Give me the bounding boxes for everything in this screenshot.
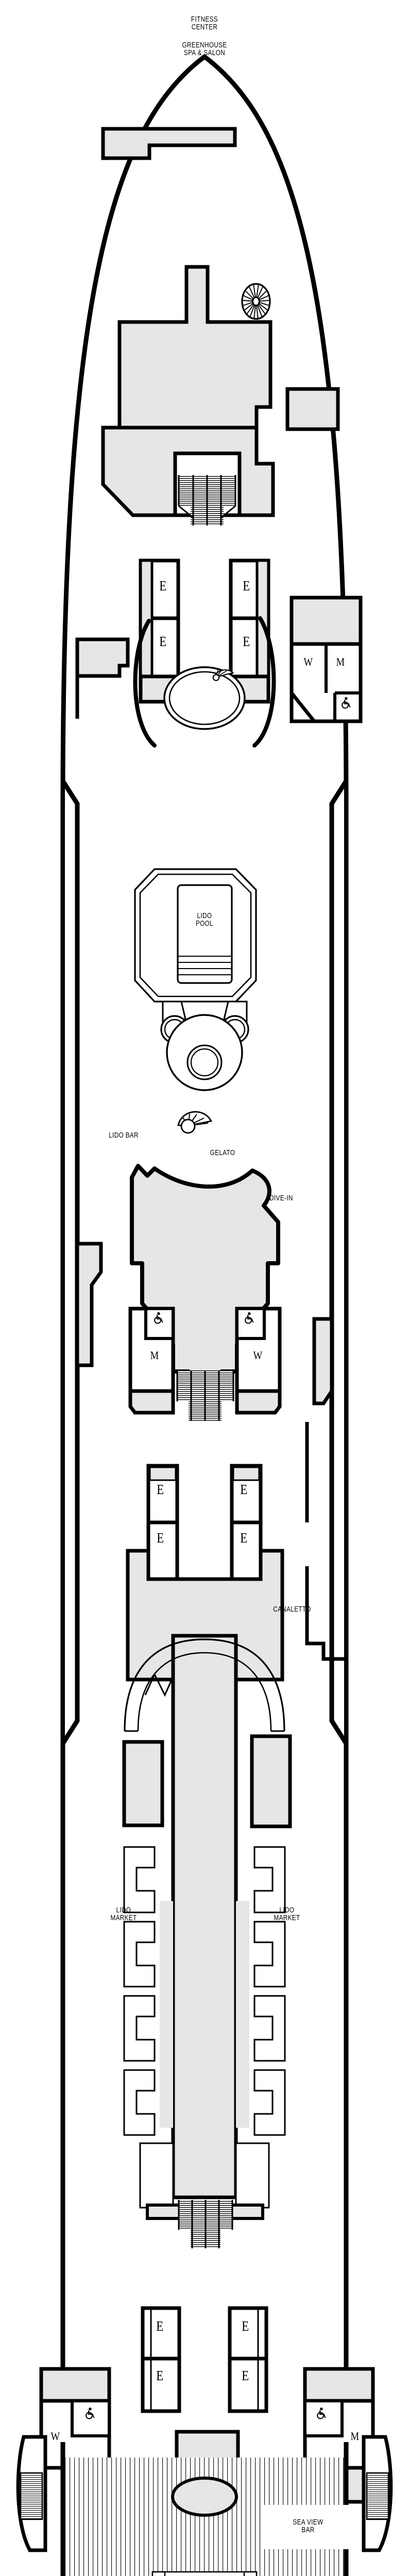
elevator-label-aft-port-lower: E: [156, 2368, 164, 2383]
elevator-label-fwd-port-lower: E: [159, 634, 167, 649]
label-sea-view-bar: SEA VIEW BAR: [293, 2518, 323, 2535]
dive-in-side-blocks: [75, 1242, 334, 1405]
label-lido-bar: LIDO BAR: [109, 1131, 139, 1140]
lido-market-port-counters: [123, 1846, 174, 2209]
whirlpool-pair: [160, 1001, 249, 1091]
elevator-label-fwd-port-upper: E: [159, 578, 167, 594]
spa-side-room: [285, 387, 340, 431]
lifeboat-davit-starboard: [362, 2435, 393, 2552]
lido-market-starboard-counters: [235, 1846, 286, 2209]
elevator-label-mid-port-lower: E: [157, 1530, 164, 1546]
elevator-label-aft-port-upper: E: [156, 2318, 164, 2334]
umbrella-icon: [212, 669, 234, 681]
restroom-women-forward: W: [303, 655, 313, 668]
elevator-label-mid-stbd-lower: E: [240, 1530, 248, 1546]
elevator-label-fwd-stbd-upper: E: [243, 578, 250, 594]
label-dive-in: DIVE-IN: [269, 1194, 293, 1202]
elevator-label-mid-port-upper: E: [157, 1482, 164, 1497]
restroom-women-aft: W: [50, 2430, 60, 2443]
restroom-men-forward: M: [336, 655, 345, 668]
wheelchair-icon-mid-port: [154, 1312, 163, 1324]
sea-view-pool-area: [151, 2477, 258, 2576]
fitness-center-room: [101, 127, 237, 160]
elevator-bank-aft: [141, 2306, 268, 2413]
elevator-label-aft-stbd-upper: E: [242, 2318, 249, 2334]
wheelchair-icon-aft-starboard: [317, 2408, 326, 2419]
restroom-men-aft: M: [350, 2430, 360, 2443]
wheelchair-icon-mid-starboard: [245, 1312, 254, 1324]
restroom-women-mid: W: [253, 1349, 263, 1362]
aft-restroom-port: [39, 2367, 111, 2470]
label-lido-market-starboard: LIDO MARKET: [274, 1906, 300, 1923]
label-lido-pool: LIDO POOL: [195, 911, 214, 928]
label-lido-market-port: LIDO MARKET: [110, 1906, 137, 1923]
label-fitness-center: FITNESS CENTER: [191, 15, 218, 32]
staircase-icon-forward: [178, 475, 236, 526]
forward-restroom-block: [289, 596, 363, 723]
spiral-staircase-icon: [241, 283, 271, 320]
label-canaletto: CANALETTO: [273, 1605, 311, 1614]
sea-view-bar-panel: [264, 2505, 356, 2549]
hull-waist-fill: [65, 783, 344, 1741]
lifeboat-davit-port: [16, 2435, 47, 2552]
canaletto-partition: [305, 1422, 346, 1661]
forward-oval-feature: [133, 616, 276, 748]
lido-pool-area: [134, 868, 257, 1091]
mid-restroom-block: [128, 1307, 282, 1421]
label-greenhouse-spa-salon: GREENHOUSE SPA & SALON: [182, 41, 227, 58]
elevator-bank-mid: [146, 1464, 263, 1581]
elevator-label-fwd-stbd-lower: E: [243, 634, 250, 649]
wheelchair-icon-forward: [342, 697, 351, 709]
label-gelato: GELATO: [210, 1148, 235, 1157]
staircase-icon-aft: [146, 2200, 264, 2248]
restroom-men-mid: M: [150, 1349, 159, 1362]
umbrella-icon-lido-bar: [177, 1111, 213, 1134]
forward-port-block: [75, 637, 130, 719]
wheelchair-icon-aft-port: [86, 2408, 95, 2419]
elevator-label-mid-stbd-upper: E: [240, 1482, 248, 1497]
lido-market-area: [122, 1634, 292, 2209]
elevator-label-aft-stbd-lower: E: [242, 2368, 249, 2383]
